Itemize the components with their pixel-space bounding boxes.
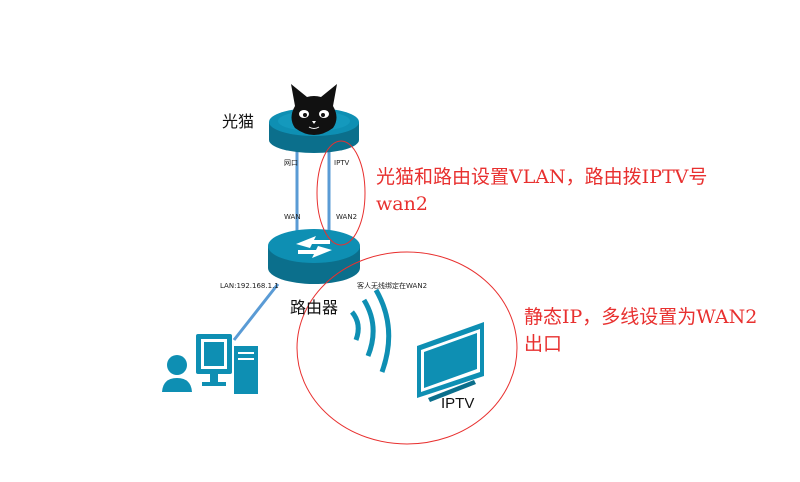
- static-ip-annotation-line1: 静态IP，多线设置为WAN2: [524, 306, 758, 328]
- modem-device: [269, 84, 359, 153]
- router-arrows-icon: [296, 236, 332, 258]
- iptv-wan2-highlight: [316, 140, 366, 246]
- television-icon: [417, 322, 484, 402]
- desktop-computer-icon: [196, 334, 258, 394]
- vlan-annotation: 光猫和路由设置VLAN，路由拨IPTV号 wan2: [376, 164, 707, 218]
- vlan-annotation-line1: 光猫和路由设置VLAN，路由拨IPTV号: [376, 166, 708, 188]
- user-icon: [162, 355, 192, 392]
- modem-port-iptv-label: IPTV: [334, 159, 350, 167]
- cables: [232, 148, 331, 341]
- lan-ip-label: LAN:192.168.1.1: [220, 282, 279, 290]
- cable-lan-pc: [232, 283, 280, 341]
- router-wan-label: WAN: [284, 213, 301, 221]
- router-wan2-label: WAN2: [336, 213, 358, 221]
- modem-port-net-label: 网口: [284, 159, 298, 167]
- vlan-annotation-line2: wan2: [376, 193, 428, 215]
- wireless-note-label: 客人无线绑定在WAN2: [357, 282, 428, 290]
- annotation-marks: [296, 140, 518, 445]
- cat-face-icon: [291, 84, 337, 135]
- wifi-waves-icon: [350, 288, 392, 373]
- iptv-device-label: IPTV: [441, 395, 475, 412]
- static-ip-annotation: 静态IP，多线设置为WAN2 出口: [524, 304, 757, 358]
- static-ip-annotation-line2: 出口: [524, 333, 563, 355]
- wireless-iptv-highlight: [296, 251, 518, 445]
- modem-label: 光猫: [222, 112, 255, 131]
- router-label: 路由器: [290, 298, 339, 317]
- router-device: [268, 229, 360, 284]
